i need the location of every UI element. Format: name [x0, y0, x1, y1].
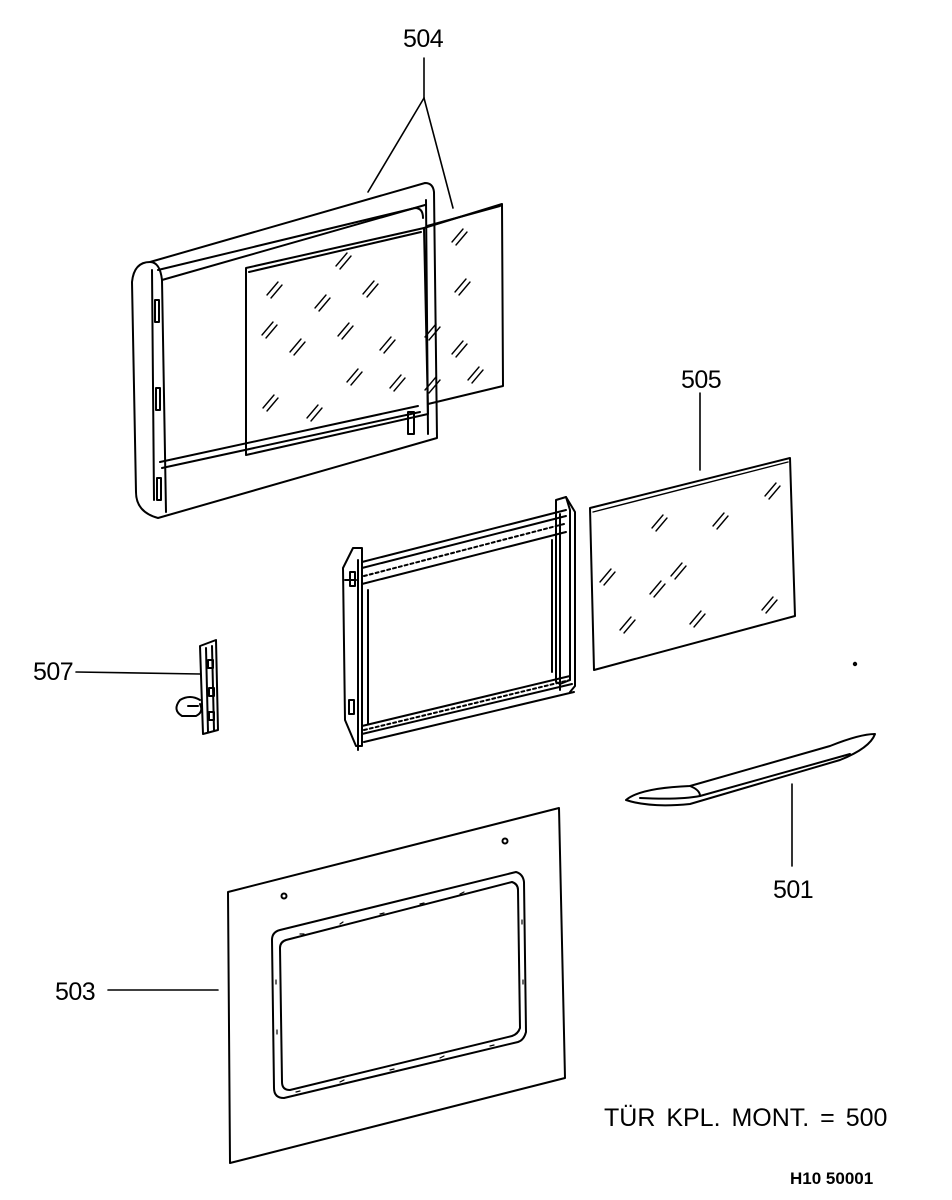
leader-lines-504	[367, 57, 454, 209]
glass-frame	[342, 496, 576, 751]
inner-door-panel	[131, 182, 438, 519]
label-503: 503	[55, 978, 96, 1006]
assembly-note: TÜR KPL. MONT. = 500	[604, 1104, 888, 1132]
leader-line-507	[75, 671, 201, 675]
glass-pane-505	[589, 392, 796, 671]
glass-hatching	[261, 228, 484, 422]
label-501: 501	[773, 876, 814, 904]
rear-glass-pane	[423, 203, 504, 405]
outer-door-panel-503	[107, 807, 566, 1164]
stray-dot	[852, 661, 858, 667]
label-504: 504	[403, 25, 444, 53]
inner-glass-pane	[245, 227, 429, 456]
drawing-code: H10 50001	[790, 1169, 874, 1188]
label-507: 507	[33, 658, 74, 686]
label-505: 505	[681, 366, 722, 394]
handle-501	[625, 733, 876, 867]
hinge-507	[75, 639, 219, 735]
